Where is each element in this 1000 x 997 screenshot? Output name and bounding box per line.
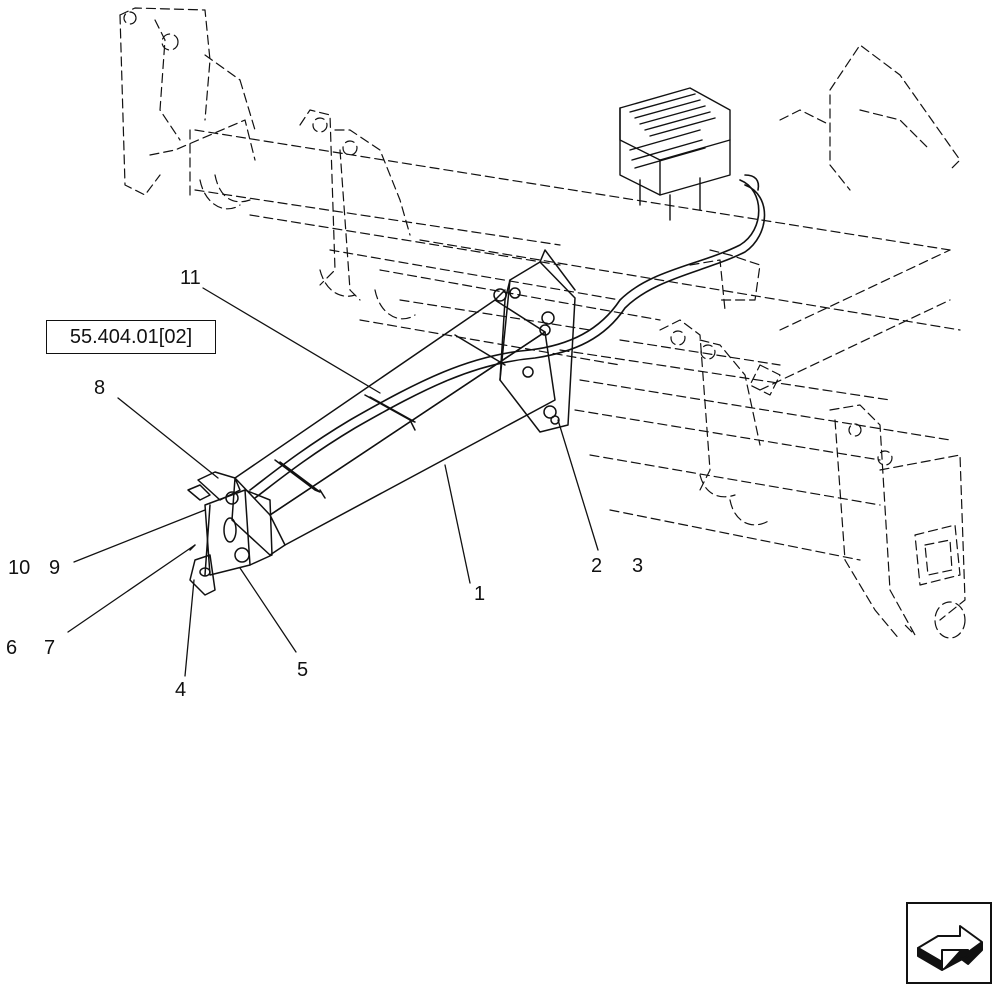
callout-8: 8 [94, 377, 106, 399]
hitch-tongue [231, 289, 556, 556]
next-page-button[interactable] [906, 902, 992, 984]
phantom-frame [189, 129, 961, 561]
center-left-bracket [299, 109, 416, 320]
reference-link[interactable]: 55.404.01[02] [46, 320, 216, 354]
upper-left-bracket [119, 7, 256, 210]
rear-hitch-frame [689, 44, 961, 311]
mount-plate [493, 249, 576, 433]
lower-right-bracket [699, 404, 966, 641]
callout-7: 7 [44, 637, 56, 659]
callout-4: 4 [175, 679, 187, 701]
arrow-next-icon [917, 925, 983, 971]
callout-1: 1 [474, 583, 486, 605]
leader-lines [67, 287, 599, 677]
callout-3: 3 [632, 555, 644, 577]
callout-9: 9 [49, 557, 61, 579]
callout-11: 11 [180, 267, 201, 289]
callout-10: 10 [8, 557, 31, 579]
valve-block [619, 87, 731, 221]
callout-2: 2 [591, 555, 603, 577]
center-right-bracket [659, 319, 781, 491]
clevis-assembly [187, 471, 273, 596]
callout-6: 6 [6, 637, 18, 659]
hydraulic-hoses [249, 174, 766, 499]
callout-5: 5 [297, 659, 309, 681]
